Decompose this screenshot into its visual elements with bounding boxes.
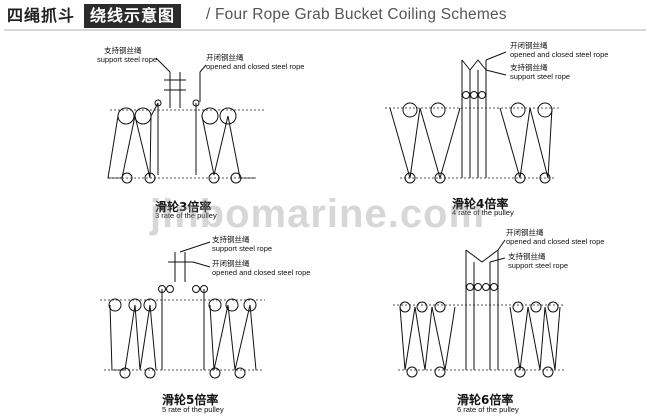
rope <box>209 304 257 371</box>
pulley <box>430 102 446 118</box>
pulley <box>402 102 418 118</box>
pulley <box>399 301 411 313</box>
pulley <box>542 366 554 378</box>
rope <box>201 115 256 179</box>
pulley <box>143 298 157 312</box>
d2-label-a-en: opened and closed steel rope <box>510 50 609 59</box>
pulley <box>209 367 221 379</box>
watermark: jinbomarine.com <box>150 192 486 236</box>
diagram-6-rate <box>393 239 565 378</box>
d3-caption-cn: 滑轮5倍率 <box>162 393 219 407</box>
pulley <box>119 367 131 379</box>
d4-label-b-cn: 支持钢丝绳 <box>508 252 546 261</box>
rope <box>109 304 157 371</box>
leader-line <box>155 57 171 73</box>
pulley <box>434 172 446 184</box>
pulley <box>243 298 257 312</box>
d2-caption-en: 4 rate of the pulley <box>452 208 514 217</box>
pulley <box>108 298 122 312</box>
pulley <box>434 301 446 313</box>
pulley <box>406 366 418 378</box>
pulley <box>208 172 220 184</box>
d3-label-a-cn: 支持钢丝绳 <box>212 235 250 244</box>
d1-label-b-en: opened and closed steel rope <box>206 62 305 71</box>
pulley <box>514 366 526 378</box>
leader-line <box>485 69 507 76</box>
title-en: / Four Rope Grab Bucket Coiling Schemes <box>206 6 507 23</box>
leader-line <box>192 261 211 268</box>
diagram-5-rate <box>100 241 265 379</box>
pulley <box>230 172 242 184</box>
diagram-3-rate <box>107 57 265 184</box>
rope <box>509 306 561 371</box>
d3-label-b-en: opened and closed steel rope <box>212 268 311 277</box>
d4-label-a-en: opened and closed steel rope <box>506 237 605 246</box>
rope <box>499 107 553 179</box>
pulley <box>547 301 559 313</box>
leader-line <box>199 64 207 73</box>
rope <box>107 115 152 179</box>
pulley <box>539 172 551 184</box>
pulley-small <box>470 91 478 99</box>
pulley <box>434 366 446 378</box>
pulley-small <box>474 283 482 291</box>
d1-label-a-cn: 支持钢丝绳 <box>104 46 142 55</box>
rope <box>389 107 461 180</box>
pulley <box>219 107 237 125</box>
pulley <box>404 172 416 184</box>
pulley <box>537 102 553 118</box>
rope <box>465 249 499 263</box>
title-cn-left: 四绳抓斗 <box>7 6 76 25</box>
pulley-small <box>192 285 200 293</box>
pulley <box>514 172 526 184</box>
pulley <box>144 172 156 184</box>
pulley-small <box>462 91 470 99</box>
pulley <box>208 298 222 312</box>
d1-caption-en: 3 rate of the pulley <box>155 211 217 220</box>
d1-label-b-cn: 开闭钢丝绳 <box>206 53 244 62</box>
pulley <box>225 298 239 312</box>
d2-label-b-en: support steel rope <box>510 72 571 81</box>
pulley-small <box>466 283 474 291</box>
title-cn-right: 绕线示意图 <box>84 4 182 28</box>
leader-line <box>485 51 507 61</box>
leader-line <box>497 239 506 251</box>
d2-label-a-cn: 开闭钢丝绳 <box>510 41 548 50</box>
pulley <box>121 172 133 184</box>
d3-label-b-cn: 开闭钢丝绳 <box>212 259 250 268</box>
d1-caption-cn: 滑轮3倍率 <box>155 200 212 214</box>
pulley-small <box>478 91 486 99</box>
d4-caption-en: 6 rate of the pulley <box>457 405 519 414</box>
pulley <box>416 301 428 313</box>
pulley <box>530 301 542 313</box>
rope <box>150 102 159 175</box>
d4-label-b-en: support steel rope <box>508 261 569 270</box>
pulley-small <box>166 285 174 293</box>
rope <box>399 306 456 371</box>
d4-caption-cn: 滑轮6倍率 <box>457 393 514 407</box>
leader-line <box>179 241 211 253</box>
pulley-small <box>482 283 490 291</box>
d2-label-b-cn: 支持钢丝绳 <box>510 63 548 72</box>
d2-caption-cn: 滑轮4倍率 <box>452 197 509 211</box>
pulley-small <box>490 283 498 291</box>
pulley <box>512 301 524 313</box>
d4-label-a-cn: 开闭钢丝绳 <box>506 228 544 237</box>
pulley <box>234 367 246 379</box>
pulley <box>510 102 526 118</box>
diagram-4-rate <box>385 51 560 184</box>
rope <box>461 59 487 71</box>
pulley <box>144 367 156 379</box>
leader-line <box>489 257 506 263</box>
d3-caption-en: 5 rate of the pulley <box>162 405 224 414</box>
d1-label-a-en: support steel rope <box>97 55 158 64</box>
d3-label-a-en: support steel rope <box>212 244 273 253</box>
